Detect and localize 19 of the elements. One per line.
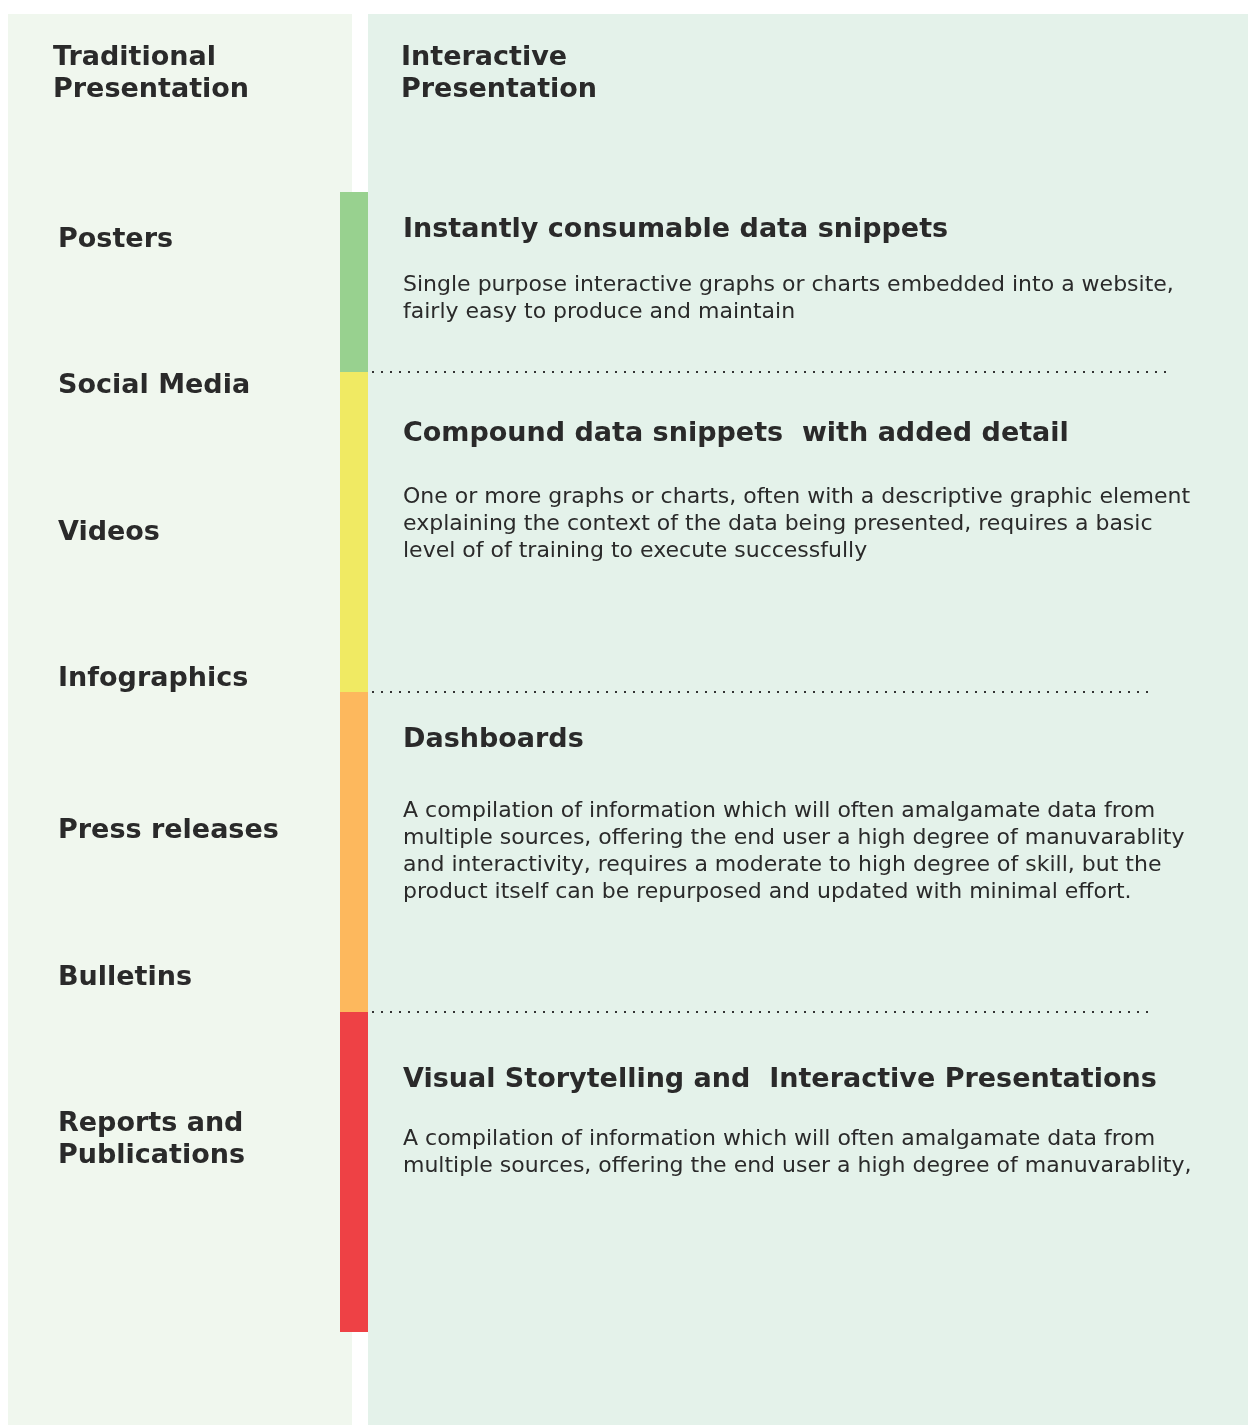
section-description: A compilation of information which will often amalgamate data from multiple sources, offering the end user a high degree of manuvarablity and interactivity, requires a moderate to high degree of skill, but the product itself can be repurposed and updated with minimal effort. bbox=[403, 796, 1186, 904]
section-heading: Visual Storytelling and Interactive Presentations bbox=[403, 1062, 1158, 1094]
media-type-label: Bulletins bbox=[58, 960, 194, 992]
media-type-label: Social Media bbox=[58, 368, 252, 400]
column-panel bbox=[8, 14, 352, 1425]
media-type-label: Reports and Publications bbox=[58, 1106, 247, 1170]
media-type-label: Posters bbox=[58, 222, 174, 254]
column-panel bbox=[368, 14, 1248, 1425]
media-type-label: Press releases bbox=[58, 813, 280, 845]
media-type-label: Videos bbox=[58, 515, 161, 547]
section-description: A compilation of information which will often amalgamate data from multiple sources, offering the end user a high degree of manuvarablity, bbox=[403, 1124, 1193, 1178]
column-heading: Traditional Presentation bbox=[53, 40, 251, 104]
section-description: Single purpose interactive graphs or charts embedded into a website, fairly easy to produce and maintain bbox=[403, 270, 1175, 324]
section-heading: Instantly consumable data snippets bbox=[403, 212, 950, 244]
section-heading: Dashboards bbox=[403, 722, 585, 754]
section-heading: Compound data snippets with added detail bbox=[403, 416, 1070, 448]
column-heading: Interactive Presentation bbox=[401, 40, 599, 104]
media-type-label: Infographics bbox=[58, 661, 250, 693]
section-description: One or more graphs or charts, often with a descriptive graphic element explaining the context of the data being presented, requires a basic level of of training to execute successfully bbox=[403, 482, 1192, 563]
